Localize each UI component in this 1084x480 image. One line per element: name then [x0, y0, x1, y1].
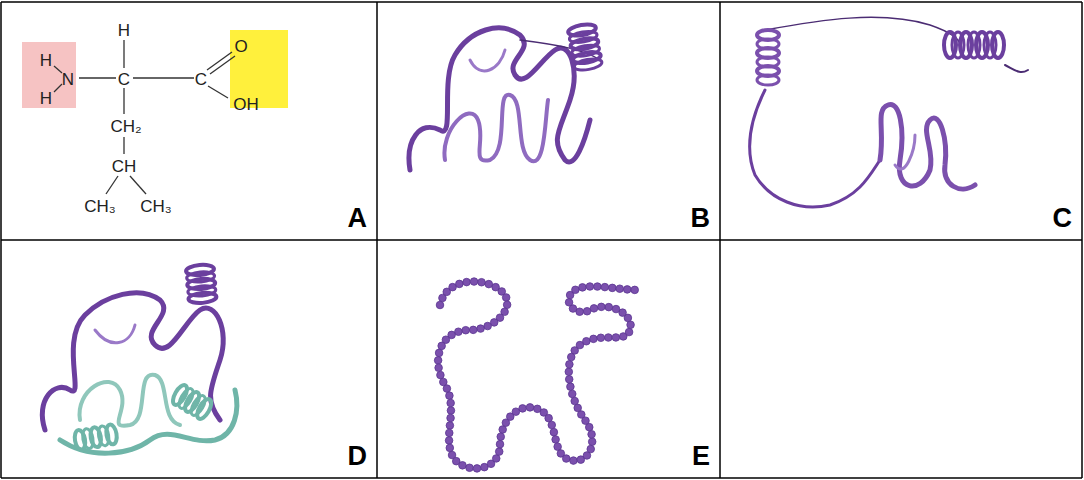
chemical-bonds — [54, 40, 235, 194]
atom-label: CH₃ — [84, 198, 115, 215]
atom-label: OH — [233, 96, 259, 113]
alpha-helix — [73, 424, 118, 451]
alpha-helix — [567, 23, 602, 72]
alpha-helix — [186, 264, 217, 304]
atom-label: N — [62, 71, 74, 88]
panel-letter: E — [692, 441, 710, 472]
panel-cell: B — [377, 2, 720, 240]
panel-letter: C — [1053, 203, 1073, 234]
alpha-helix — [170, 383, 214, 421]
panel-cell: A — [1, 2, 377, 240]
panel-cell: E — [377, 240, 720, 478]
amino-group-highlight — [22, 42, 76, 108]
alpha-helix — [757, 30, 779, 85]
atom-label: CH — [112, 158, 137, 175]
panel-letter: B — [691, 203, 711, 234]
atom-label: H — [40, 52, 52, 69]
atom-label: C — [195, 71, 207, 88]
secondary-structure — [750, 17, 1028, 207]
atom-label: H — [118, 22, 130, 39]
quaternary-structure — [42, 293, 236, 453]
panel-cell: C — [720, 2, 1082, 240]
atom-label: CH₂ — [110, 118, 141, 135]
atom-label: O — [234, 38, 247, 55]
panel-cell: D — [1, 240, 377, 478]
panel-letter: D — [348, 441, 368, 472]
amino-acid-chain — [434, 278, 638, 472]
tertiary-structure — [409, 28, 600, 170]
atom-label: H — [40, 90, 52, 107]
atom-label: CH₃ — [140, 198, 171, 215]
alpha-helix — [944, 32, 1004, 58]
atom-label: C — [118, 71, 130, 88]
panel-letter: A — [348, 203, 368, 234]
